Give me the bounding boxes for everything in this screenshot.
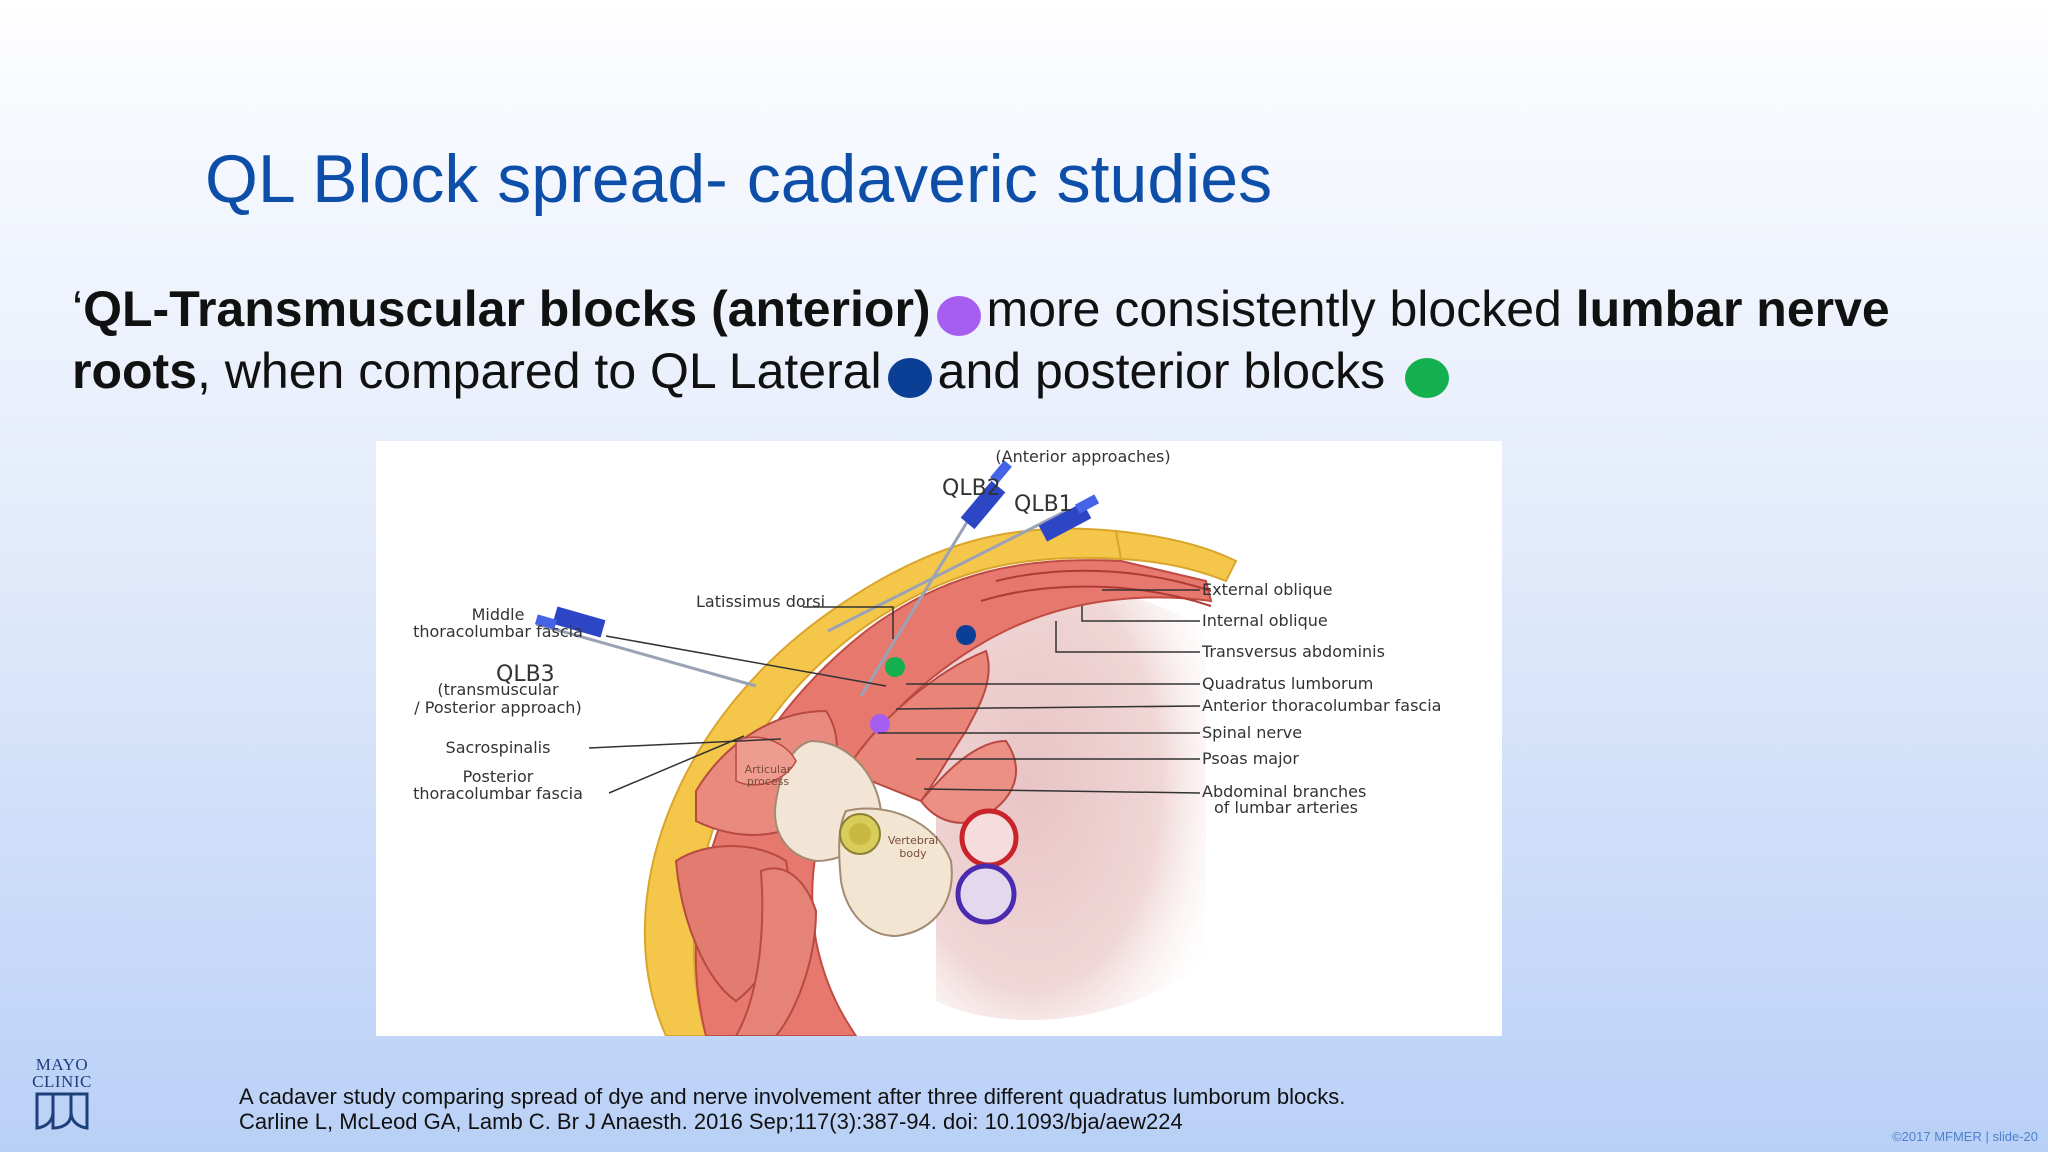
anterior-fascia-label: Anterior thoracolumbar fascia bbox=[1202, 696, 1441, 715]
qlb3-label: QLB3 bbox=[496, 662, 555, 687]
spinal-nerve-label: Spinal nerve bbox=[1202, 723, 1302, 742]
latissimus-dorsi-label: Latissimus dorsi bbox=[696, 592, 825, 611]
qlb2-label: QLB2 bbox=[942, 476, 1001, 501]
internal-oblique-label: Internal oblique bbox=[1202, 611, 1328, 630]
qlb3-sub-label-1: (transmuscular bbox=[437, 680, 559, 699]
transmuscular-bold-text: QL-Transmuscular blocks (anterior) bbox=[83, 281, 931, 337]
needle-qlb1 bbox=[827, 494, 1100, 633]
sacrospinalis-label: Sacrospinalis bbox=[446, 738, 551, 757]
green-dot-icon bbox=[1405, 358, 1450, 398]
needle-qlb2 bbox=[859, 460, 1012, 697]
slide-footer: ©2017 MFMER | slide-20 bbox=[1892, 1129, 2038, 1144]
abdominal-branches-label-2: of lumbar arteries bbox=[1214, 798, 1358, 817]
posterior-fascia-label-1: Posterior bbox=[463, 767, 534, 786]
vertebral-body-label-2: body bbox=[899, 847, 927, 860]
oblique-layer-line-1 bbox=[995, 569, 1212, 592]
right-leader-lines bbox=[878, 589, 1201, 794]
body-text-3: and posterior blocks bbox=[937, 343, 1386, 399]
lumbar-nerve-roots-bold-text: lumbar nerve roots bbox=[72, 281, 1890, 399]
articular-process-label-2: process bbox=[747, 775, 790, 788]
vena-cava-vessel bbox=[955, 863, 1017, 925]
spinal-cord-center bbox=[849, 823, 871, 845]
psoas-major-muscle bbox=[919, 739, 1017, 824]
external-oblique-label: External oblique bbox=[1202, 580, 1332, 599]
articular-process-label-1: Articular bbox=[745, 763, 792, 776]
mayo-shields-icon bbox=[35, 1092, 89, 1130]
articular-process bbox=[735, 736, 797, 786]
purple-dot-icon bbox=[936, 296, 981, 336]
quadratus-lumborum-muscle bbox=[844, 649, 990, 803]
anatomy-cross-section-illustration: (Anterior approaches) QLB2 QLB1 QLB3 (tr… bbox=[413, 447, 1441, 1036]
citation: A cadaver study comparing spread of dye … bbox=[239, 1084, 1345, 1134]
anterior-approaches-label: (Anterior approaches) bbox=[995, 447, 1170, 466]
middle-fascia-label-2: thoracolumbar fascia bbox=[413, 622, 583, 641]
qlb1-label: QLB1 bbox=[1014, 492, 1073, 517]
vertebral-body-label-1: Vertebral bbox=[888, 834, 938, 847]
left-leader-lines bbox=[588, 606, 894, 794]
citation-line-1: A cadaver study comparing spread of dye … bbox=[239, 1084, 1346, 1109]
psoas-major-label: Psoas major bbox=[1202, 749, 1299, 768]
abdominal-branches-label-1: Abdominal branches bbox=[1202, 782, 1366, 801]
body-text-1: more consistently blocked bbox=[986, 281, 1576, 337]
logo-line-2: CLINIC bbox=[32, 1072, 92, 1091]
fat-layer-lateral bbox=[1114, 529, 1238, 583]
posterior-fascia-label-2: thoracolumbar fascia bbox=[413, 784, 583, 803]
quote-mark: ‘ bbox=[72, 281, 84, 337]
middle-fascia-label-1: Middle bbox=[472, 605, 525, 624]
transversus-abdominis-label: Transversus abdominis bbox=[1201, 642, 1385, 661]
oblique-layer-line-2 bbox=[980, 585, 1212, 607]
qlb3-sub-label-2: / Posterior approach) bbox=[414, 698, 581, 717]
lateral-injection-marker bbox=[956, 625, 976, 645]
slide-title: QL Block spread- cadaveric studies bbox=[205, 141, 1273, 217]
anatomy-figure: (Anterior approaches) QLB2 QLB1 QLB3 (tr… bbox=[376, 441, 1502, 1036]
slide-body-text: ‘QL-Transmuscular blocks (anterior) more … bbox=[72, 278, 1972, 402]
anterior-injection-marker bbox=[870, 714, 890, 734]
citation-line-2: Carline L, McLeod GA, Lamb C. Br J Anaes… bbox=[239, 1109, 1183, 1134]
quadratus-lumborum-label: Quadratus lumborum bbox=[1202, 674, 1373, 693]
multifidus-muscle bbox=[734, 867, 818, 1036]
body-text-2: , when compared to QL Lateral bbox=[197, 343, 882, 399]
navy-dot-icon bbox=[887, 358, 932, 398]
logo-line-1: MAYO bbox=[35, 1055, 89, 1074]
aorta-vessel bbox=[959, 808, 1019, 868]
posterior-injection-marker bbox=[885, 657, 905, 677]
mayo-clinic-logo: MAYO CLINIC bbox=[26, 1056, 98, 1135]
needle-qlb3 bbox=[535, 606, 757, 688]
